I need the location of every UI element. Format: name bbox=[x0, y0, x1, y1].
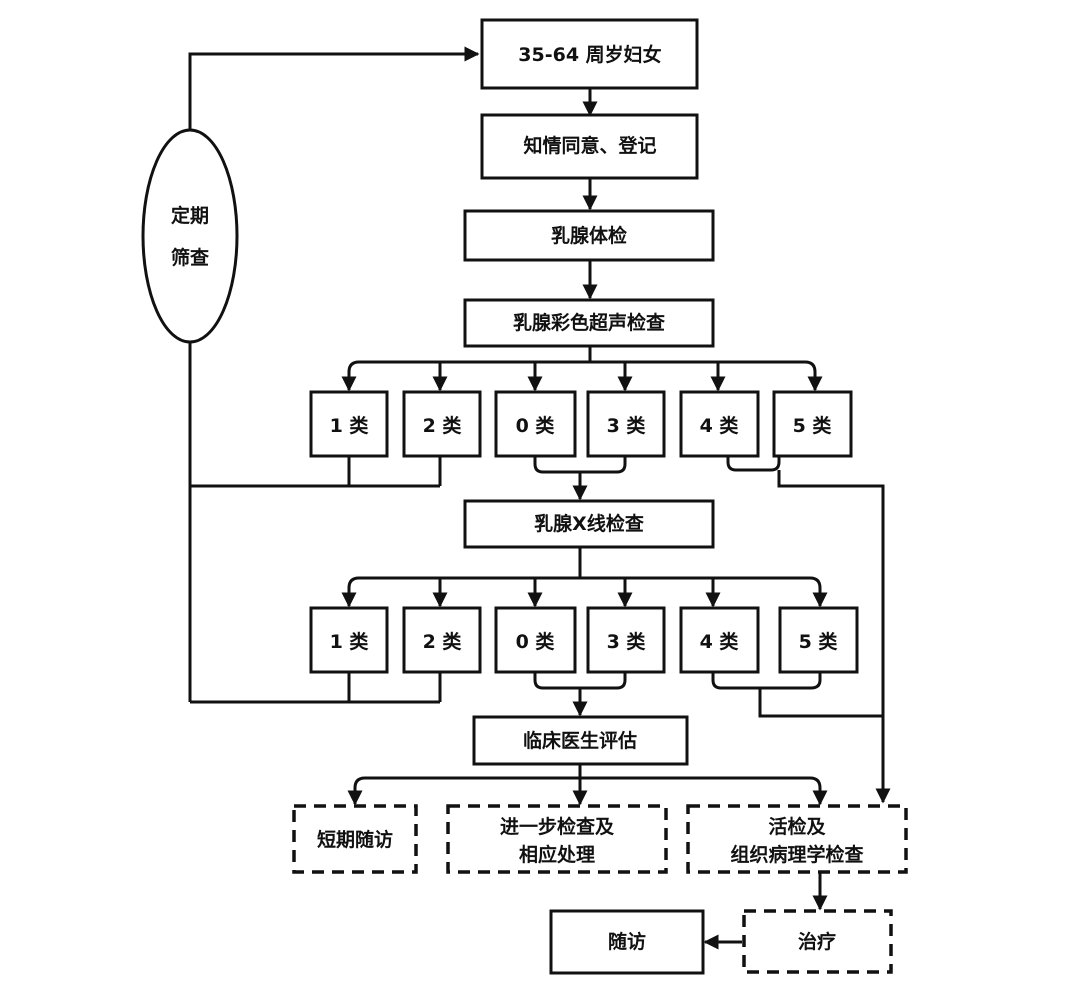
ultrasound-node: 乳腺彩色超声检查 bbox=[463, 298, 715, 348]
connectors bbox=[188, 46, 891, 950]
us-category-0: 0 类 bbox=[516, 414, 555, 437]
us-category-1: 1 类 bbox=[330, 414, 369, 437]
clinical-eval-node: 临床医生评估 bbox=[472, 715, 689, 766]
ultrasound-categories: 1 类 2 类 0 类 3 类 4 类 5 类 bbox=[309, 390, 853, 458]
us-cat45-merge bbox=[726, 456, 781, 472]
ultrasound-label: 乳腺彩色超声检查 bbox=[513, 311, 666, 334]
mammography-node: 乳腺X线检查 bbox=[463, 499, 715, 549]
us-category-3: 3 类 bbox=[607, 414, 646, 437]
mammography-categories: 1 类 2 类 0 类 3 类 4 类 5 类 bbox=[309, 606, 859, 674]
biopsy-node: 活检及 组织病理学检查 bbox=[686, 804, 908, 874]
biopsy-label-2: 组织病理学检查 bbox=[730, 843, 864, 866]
mg-category-0: 0 类 bbox=[516, 630, 555, 653]
arrow-us-cat45-to-biopsy bbox=[777, 470, 891, 804]
us-category-2: 2 类 bbox=[423, 414, 462, 437]
us-category-4: 4 类 bbox=[700, 414, 739, 437]
clinical-eval-branch-bar bbox=[353, 776, 822, 802]
followup-node: 随访 bbox=[549, 909, 705, 975]
start-label: 35-64 周岁妇女 bbox=[518, 43, 661, 66]
mg-category-2: 2 类 bbox=[423, 630, 462, 653]
mg-cat03-merge bbox=[533, 672, 627, 690]
mammography-branch-bar bbox=[347, 576, 822, 604]
further-exam-label-1: 进一步检查及 bbox=[500, 815, 615, 838]
mammography-label: 乳腺X线检查 bbox=[534, 512, 645, 535]
loop-arrow-to-start bbox=[188, 46, 480, 130]
mg-category-3: 3 类 bbox=[607, 630, 646, 653]
clinical-eval-label: 临床医生评估 bbox=[523, 729, 637, 752]
consent-node: 知情同意、登记 bbox=[480, 113, 699, 180]
followup-label: 随访 bbox=[608, 930, 646, 953]
periodic-screening-node: 定期 筛查 bbox=[141, 128, 239, 344]
us-category-5: 5 类 bbox=[793, 414, 832, 437]
ultrasound-branch-bar bbox=[347, 360, 817, 388]
mg-category-5: 5 类 bbox=[799, 630, 838, 653]
mg-category-1: 1 类 bbox=[330, 630, 369, 653]
biopsy-label-1: 活检及 bbox=[768, 815, 826, 838]
mg-cat45-merge bbox=[711, 672, 822, 690]
physical-exam-node: 乳腺体检 bbox=[463, 209, 715, 262]
treatment-label: 治疗 bbox=[798, 930, 836, 953]
short-followup-node: 短期随访 bbox=[292, 804, 418, 874]
short-followup-label: 短期随访 bbox=[317, 828, 393, 851]
periodic-screening-label-2: 筛查 bbox=[171, 246, 210, 269]
periodic-screening-label-1: 定期 bbox=[171, 204, 209, 227]
physical-exam-label: 乳腺体检 bbox=[551, 224, 627, 247]
mg-category-4: 4 类 bbox=[700, 630, 739, 653]
further-exam-label-2: 相应处理 bbox=[519, 843, 595, 866]
further-exam-node: 进一步检查及 相应处理 bbox=[446, 804, 668, 874]
treatment-node: 治疗 bbox=[742, 909, 893, 974]
us-cat03-merge bbox=[533, 456, 627, 474]
start-node: 35-64 周岁妇女 bbox=[480, 18, 699, 90]
mg-cat45-to-biopsy-line bbox=[758, 688, 883, 718]
consent-label: 知情同意、登记 bbox=[523, 134, 656, 157]
